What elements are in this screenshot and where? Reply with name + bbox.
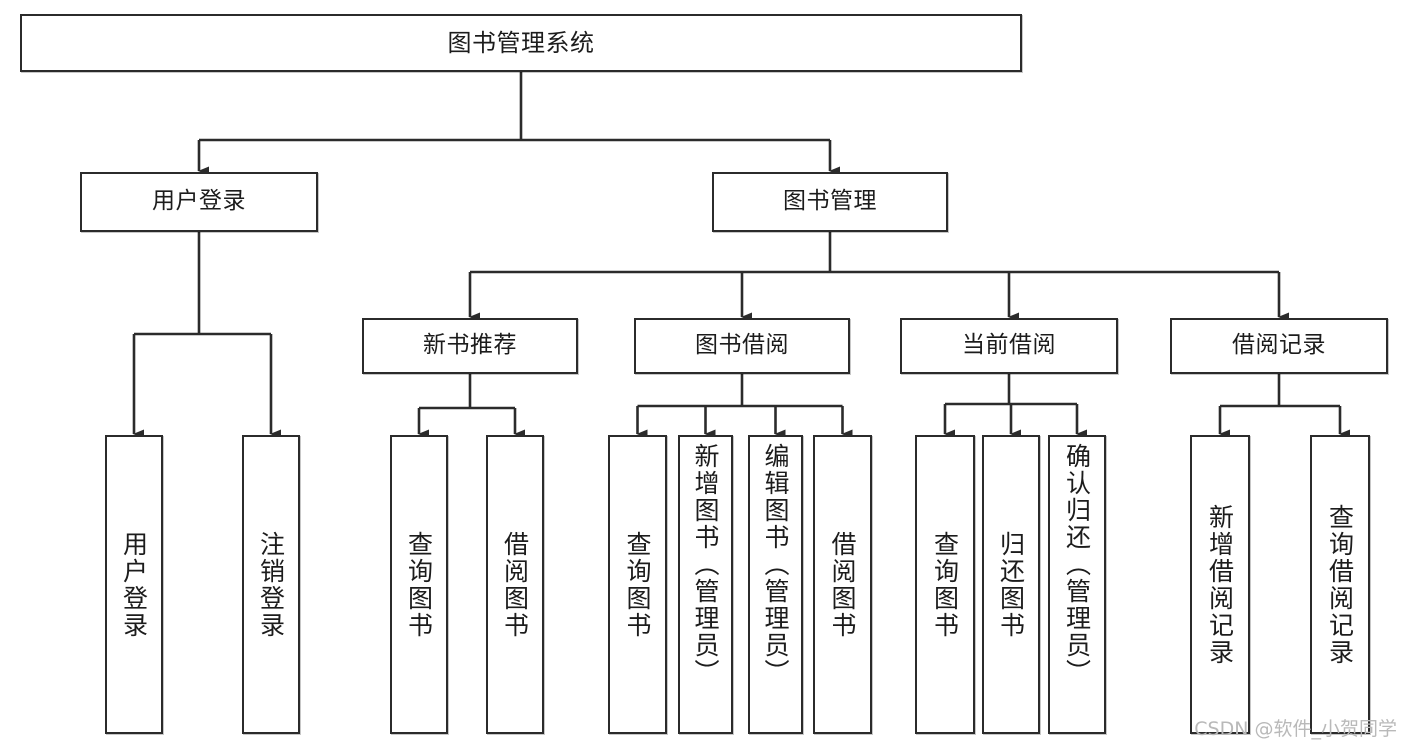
node-label: 新书推荐 xyxy=(423,332,517,359)
node-label: 新增借阅记录 xyxy=(1205,503,1235,666)
node-leaf-user-login[interactable]: 用户登录 xyxy=(105,435,163,734)
node-leaf-logout[interactable]: 注销登录 xyxy=(242,435,300,734)
node-leaf-add-book-admin[interactable]: 新增图书（管理员） xyxy=(678,435,733,734)
node-label: 注销登录 xyxy=(256,530,286,639)
node-book-management[interactable]: 图书管理 xyxy=(712,172,948,232)
node-label: 查询图书 xyxy=(404,530,434,639)
node-label: 确认归还（管理员） xyxy=(1062,443,1092,686)
node-label: 查询图书 xyxy=(930,530,960,639)
node-root-book-management-system[interactable]: 图书管理系统 xyxy=(20,14,1022,72)
node-label: 图书管理 xyxy=(783,188,877,215)
node-label: 归还图书 xyxy=(996,530,1026,639)
node-leaf-query-book-current[interactable]: 查询图书 xyxy=(915,435,975,734)
node-new-book-recommendation[interactable]: 新书推荐 xyxy=(362,318,578,374)
node-label: 编辑图书（管理员） xyxy=(761,443,790,686)
node-leaf-add-borrow-record[interactable]: 新增借阅记录 xyxy=(1190,435,1250,734)
node-label: 新增图书（管理员） xyxy=(691,443,720,686)
node-book-borrowing[interactable]: 图书借阅 xyxy=(634,318,850,374)
node-label: 借阅图书 xyxy=(828,530,857,639)
node-label: 当前借阅 xyxy=(962,332,1056,359)
node-leaf-borrow-book-recommendation[interactable]: 借阅图书 xyxy=(486,435,544,734)
node-borrowing-records[interactable]: 借阅记录 xyxy=(1170,318,1388,374)
node-leaf-query-borrow-record[interactable]: 查询借阅记录 xyxy=(1310,435,1370,734)
node-label: 查询图书 xyxy=(623,530,652,639)
node-current-borrowing[interactable]: 当前借阅 xyxy=(900,318,1118,374)
node-label: 借阅记录 xyxy=(1232,332,1326,359)
node-leaf-query-book-recommendation[interactable]: 查询图书 xyxy=(390,435,448,734)
node-label: 借阅图书 xyxy=(500,530,530,639)
node-label: 用户登录 xyxy=(152,188,246,215)
node-leaf-return-book[interactable]: 归还图书 xyxy=(982,435,1040,734)
node-label: 查询借阅记录 xyxy=(1325,503,1355,666)
node-label: 图书管理系统 xyxy=(447,28,595,57)
node-leaf-query-book-borrowing[interactable]: 查询图书 xyxy=(608,435,667,734)
watermark-text: CSDN @软件_小贺同学 xyxy=(1194,718,1397,740)
node-user-login[interactable]: 用户登录 xyxy=(80,172,318,232)
node-label: 用户登录 xyxy=(119,530,149,639)
node-label: 图书借阅 xyxy=(695,332,789,359)
node-leaf-edit-book-admin[interactable]: 编辑图书（管理员） xyxy=(748,435,803,734)
node-leaf-borrow-book-borrowing[interactable]: 借阅图书 xyxy=(813,435,872,734)
node-leaf-confirm-return-admin[interactable]: 确认归还（管理员） xyxy=(1048,435,1106,734)
